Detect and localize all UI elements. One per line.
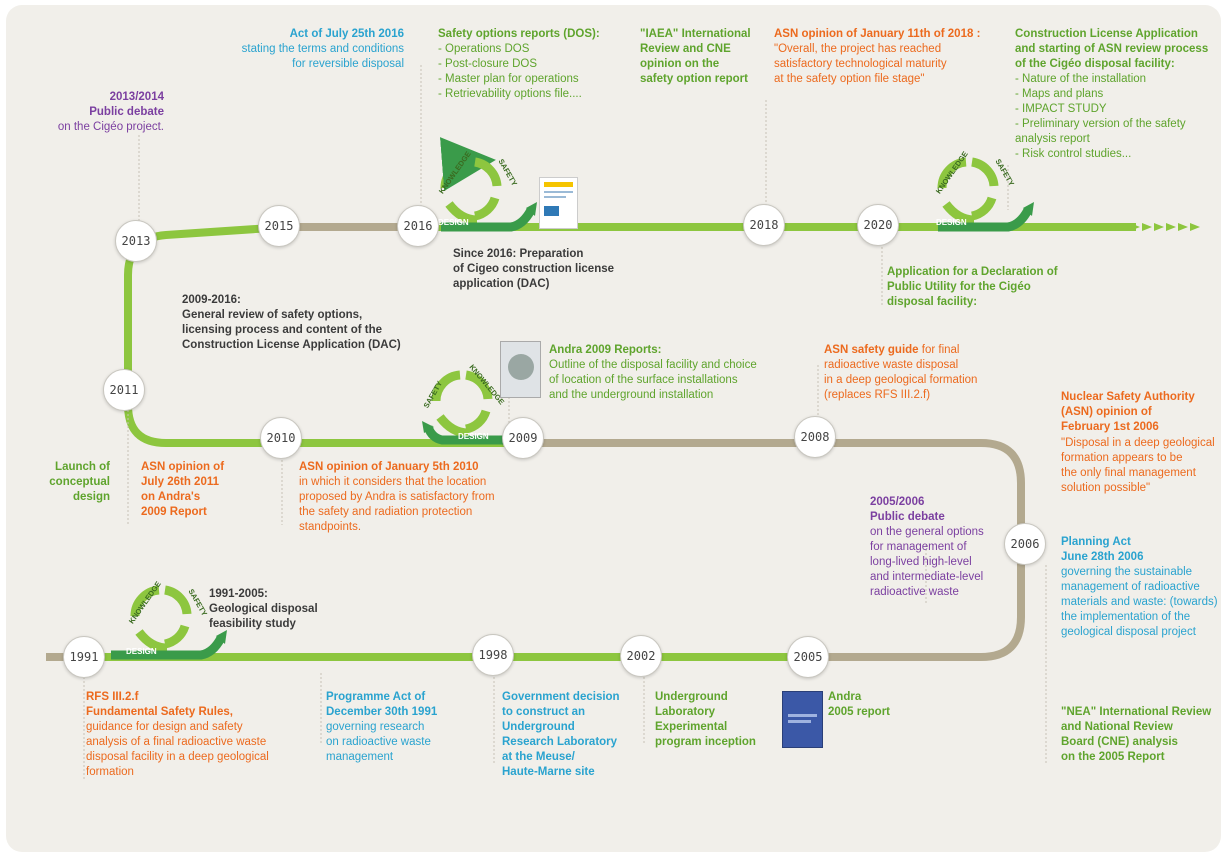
cla-body: - Nature of the installation - Maps and …	[1015, 73, 1186, 160]
year-node-1991: 1991	[63, 636, 105, 678]
year-node-2010: 2010	[260, 417, 302, 459]
debate-2005-body: on the general options for management of…	[870, 526, 984, 598]
government-decision-1998: Government decision to construct an Unde…	[502, 691, 620, 778]
laboratory-2002: Underground Laboratory Experimental prog…	[655, 691, 756, 748]
programme-act-title: Programme Act of December 30th 1991	[326, 691, 438, 718]
rfs-title: RFS III.2.f Fundamental Safety Rules,	[86, 691, 233, 718]
asn-guide-title: ASN safety guide	[824, 344, 919, 356]
dos-report-thumbnail	[539, 177, 578, 229]
andra-2009-body: Outline of the disposal facility and cho…	[549, 359, 757, 401]
since-2016-preparation: Since 2016: Preparation of Cigeo constru…	[453, 248, 615, 290]
cycle-2020-design-label: DESIGN	[936, 218, 967, 227]
act-2016-body: stating the terms and conditions for rev…	[241, 43, 404, 70]
cycle-2016	[439, 137, 537, 232]
year-node-2008: 2008	[794, 416, 836, 458]
timeline-canvas: DESIGN DESIGN DESIGN DESIGN KNOWLEDGE SA…	[6, 5, 1221, 852]
cycle-1991	[111, 585, 227, 660]
year-node-2005: 2005	[787, 636, 829, 678]
cycle-1991-design-label: DESIGN	[126, 647, 157, 656]
cycle-2016-design-label: DESIGN	[438, 218, 469, 227]
iaea-review: "IAEA" International Review and CNE opin…	[640, 28, 751, 85]
cla-title: Construction License Application and sta…	[1015, 28, 1209, 70]
planning-act-title: Planning Act June 28th 2006	[1061, 536, 1144, 563]
andra-2009-report-thumbnail	[500, 341, 541, 398]
asn-guide-title-rest: for final	[918, 344, 960, 356]
asn-2011-opinion: ASN opinion of July 26th 2011 on Andra's…	[141, 461, 225, 518]
dos-title: Safety options reports (DOS):	[438, 28, 600, 40]
asn-2018-body: "Overall, the project has reached satisf…	[774, 43, 947, 85]
future-arrow	[1106, 223, 1200, 231]
year-node-2020: 2020	[857, 204, 899, 246]
connector-lines	[83, 65, 1047, 780]
cycle-2009	[422, 370, 507, 445]
cycle-2020	[937, 157, 1034, 232]
year-node-2002: 2002	[620, 635, 662, 677]
public-utility-application: Application for a Declaration of Public …	[887, 266, 1058, 308]
feasibility-study: 1991-2005: Geological disposal feasibili…	[209, 588, 318, 630]
year-node-2013: 2013	[115, 220, 157, 262]
act-2016-title: Act of July 25th 2016	[289, 28, 404, 40]
year-node-2006: 2006	[1004, 523, 1046, 565]
debate-2013-title: 2013/2014 Public debate	[89, 91, 164, 118]
year-node-2011: 2011	[103, 369, 145, 411]
year-node-2009: 2009	[502, 417, 544, 459]
planning-act-body: governing the sustainable management of …	[1061, 566, 1218, 638]
asn-2018-title: ASN opinion of January 11th of 2018 :	[774, 28, 981, 40]
asn-2010-title: ASN opinion of January 5th 2010	[299, 461, 479, 473]
debate-2013-body: on the Cigéo project.	[57, 121, 164, 133]
andra-2009-title: Andra 2009 Reports:	[549, 344, 662, 356]
asn-2010-body: in which it considers that the location …	[299, 476, 495, 533]
year-node-2016: 2016	[397, 205, 439, 247]
asn-guide-body: radioactive waste disposal in a deep geo…	[824, 359, 978, 401]
debate-2005-title: 2005/2006 Public debate	[870, 496, 945, 523]
programme-act-body: governing research on radioactive waste …	[326, 721, 431, 763]
andra-2005-report-thumbnail	[782, 691, 823, 748]
cycle-2009-design-label: DESIGN	[458, 432, 489, 441]
rfs-body: guidance for design and safety analysis …	[86, 721, 269, 778]
year-node-2015: 2015	[258, 205, 300, 247]
year-node-1998: 1998	[472, 634, 514, 676]
asn-2006-body: "Disposal in a deep geological formation…	[1061, 437, 1215, 494]
andra-2005-report: Andra 2005 report	[828, 691, 891, 718]
dos-body: - Operations DOS - Post-closure DOS - Ma…	[438, 43, 582, 100]
asn-2006-title: Nuclear Safety Authority (ASN) opinion o…	[1061, 391, 1195, 433]
review-2009-2016: 2009-2016: General review of safety opti…	[182, 294, 401, 351]
asn-guide-heading: ASN safety guide for final	[824, 343, 1024, 358]
nea-review: "NEA" International Review and National …	[1061, 706, 1212, 763]
year-node-2018: 2018	[743, 204, 785, 246]
launch-conceptual-design: Launch of conceptual design	[49, 461, 110, 503]
